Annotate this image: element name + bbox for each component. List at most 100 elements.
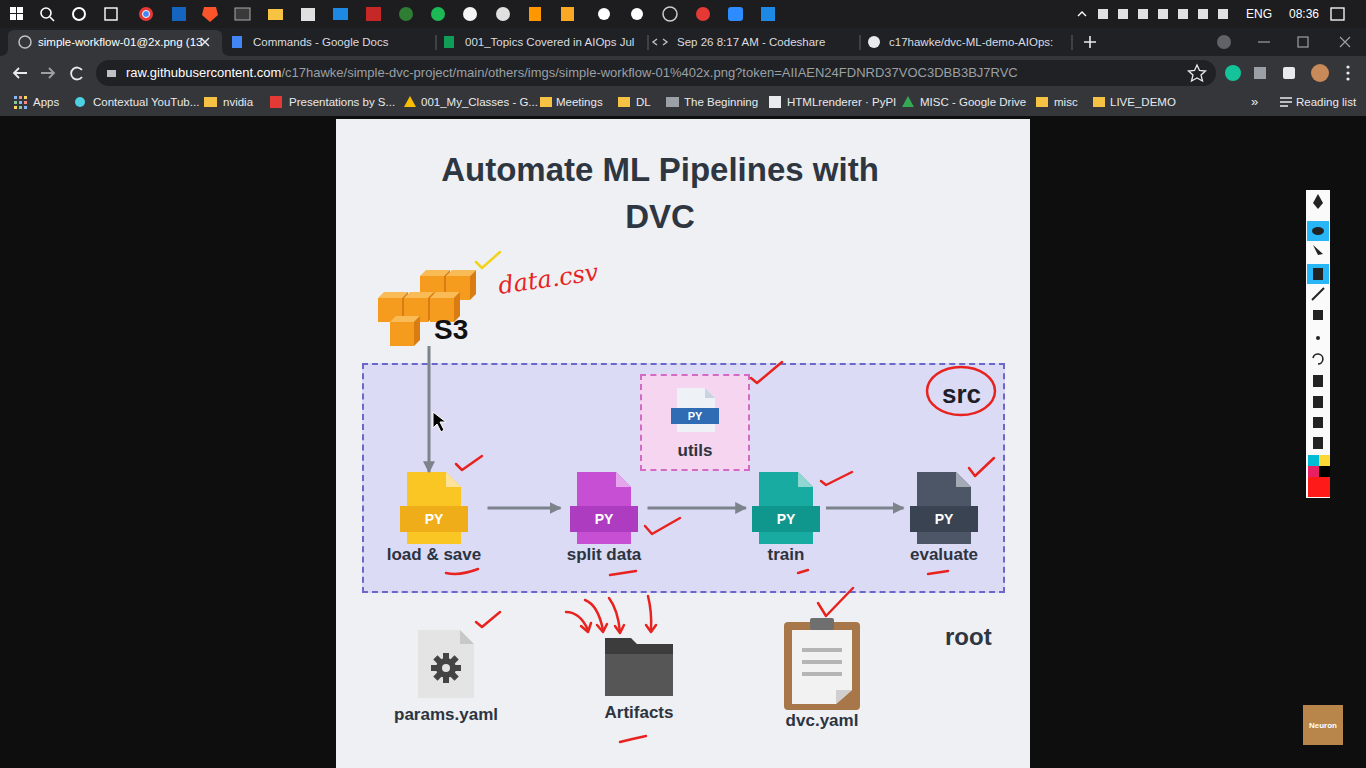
bookmark: LIVE_DEMO: [1110, 95, 1176, 109]
label-box: /c17hawke/simple-dvc-project/main/others…: [281, 65, 1017, 81]
bookmark-icons: [270, 96, 282, 108]
bookmark-icons: [19, 101, 22, 104]
taskbar: [366, 7, 381, 21]
tab-title: simple-workflow-01@2x.png (13: [38, 35, 202, 49]
script-file: PYsplit data: [561, 472, 648, 566]
page-background: [336, 119, 1030, 768]
toolbar: [14, 68, 27, 78]
file-icon: [910, 472, 978, 544]
label-box: misc: [1054, 95, 1078, 109]
label-box: Presentations by S...: [289, 95, 395, 109]
handwritten-marks: [566, 612, 588, 630]
label-box: Commands - Google Docs: [253, 35, 389, 49]
label-box: 001_Topics Covered in AIOps Jul: [465, 35, 634, 49]
tray-icons: [1178, 9, 1188, 19]
region-name: src: [364, 365, 1003, 409]
taskbar: [561, 7, 574, 21]
tray-icons: [1138, 9, 1148, 19]
tab-strip: [868, 36, 880, 48]
handwritten-marks: [751, 362, 782, 383]
reading-list: Reading list: [1296, 95, 1356, 109]
gear-hole: [442, 664, 450, 672]
label-box: ENG: [1246, 7, 1272, 22]
script-file: PYtrain: [746, 472, 826, 566]
language-indicator: ENG: [1246, 7, 1272, 22]
taskbar: [139, 7, 153, 21]
toolbar: [1254, 67, 1266, 79]
bookmark-icons: [14, 96, 27, 109]
handwritten-marks: [798, 570, 808, 573]
taskbar: [631, 8, 643, 20]
windows-logo: [10, 7, 16, 13]
flow-arrow: [428, 346, 431, 472]
tab-strip: [232, 36, 242, 48]
handwritten-marks: [446, 362, 995, 742]
label-box: nvidia: [223, 95, 253, 109]
tab-strip: [1258, 41, 1270, 42]
tab-strip: [1217, 35, 1231, 49]
handwritten-marks: [818, 588, 853, 616]
gear: [431, 653, 461, 683]
drawing-toolbar: [1308, 455, 1319, 466]
bookmark-icons: [75, 97, 85, 107]
flow-arrow: [488, 507, 561, 510]
file-icon: [605, 632, 673, 696]
bookmark: nvidia: [223, 95, 253, 109]
neuron-logo: [1303, 705, 1343, 745]
file-icon: [784, 618, 860, 710]
label-box: DL: [636, 95, 651, 109]
page-background: [0, 116, 1366, 768]
tab-strip: [0, 28, 1366, 56]
bookmark: The Beginning: [684, 95, 758, 109]
bookmark-icons: [1280, 98, 1292, 106]
icon-box: PY: [910, 472, 978, 544]
handwritten-marks: [610, 571, 636, 575]
file-icon: [570, 472, 638, 544]
bookmark-icons: [1036, 97, 1048, 107]
text-line: [802, 660, 842, 664]
drawing-toolbar: [1313, 437, 1323, 449]
file-icon: [400, 472, 468, 544]
file-type-tag: PY: [400, 472, 468, 527]
icon-box: PY: [570, 472, 638, 544]
page: [418, 630, 474, 698]
module-box: PY utils: [640, 374, 750, 471]
taskbar: [143, 11, 150, 18]
bookmark-icons: [24, 106, 27, 109]
page-fold: [798, 472, 813, 487]
bookmark-icons: [24, 101, 27, 104]
yellow-check: [476, 252, 500, 268]
page-fold: [460, 630, 474, 644]
icon-box: PY: [671, 388, 719, 432]
taskbar: [463, 7, 477, 21]
taskbar: [0, 0, 1366, 28]
bookmark-icons: [540, 97, 552, 107]
windows-logo: [10, 7, 23, 20]
node-label: Artifacts: [605, 702, 674, 724]
tray-icons: [1098, 9, 1228, 19]
drawing-toolbar: [1306, 190, 1330, 498]
tab-title: 001_Topics Covered in AIOps Jul: [465, 35, 634, 49]
clock: 08:36: [1289, 7, 1319, 22]
icon-box: PY: [400, 472, 468, 544]
drawing-toolbar: [1312, 194, 1324, 449]
url-path: /c17hawke/simple-dvc-project/main/others…: [281, 65, 1017, 81]
toolbar: [1283, 67, 1295, 79]
handwritten-marks: [581, 623, 591, 632]
bookmark-icons: [24, 96, 27, 99]
handwritten-marks: [648, 596, 651, 630]
handwritten-marks: [969, 458, 994, 476]
bookmark: 001_My_Classes - G...: [421, 95, 538, 109]
drawing-toolbar: [1319, 466, 1330, 477]
tab-strip: [653, 39, 667, 45]
node-label: utils: [678, 440, 713, 462]
file-type-tag: PY: [752, 472, 820, 527]
folder-front: [605, 654, 673, 696]
neuron-logo: [1303, 705, 1343, 745]
tab-strip: [648, 35, 649, 50]
handwritten-marks: [597, 624, 607, 632]
drawing-toolbar: [1316, 336, 1320, 340]
label-box: c17hawke/dvc-ML-demo-AIOps:: [889, 35, 1053, 49]
taskbar: [235, 8, 250, 20]
